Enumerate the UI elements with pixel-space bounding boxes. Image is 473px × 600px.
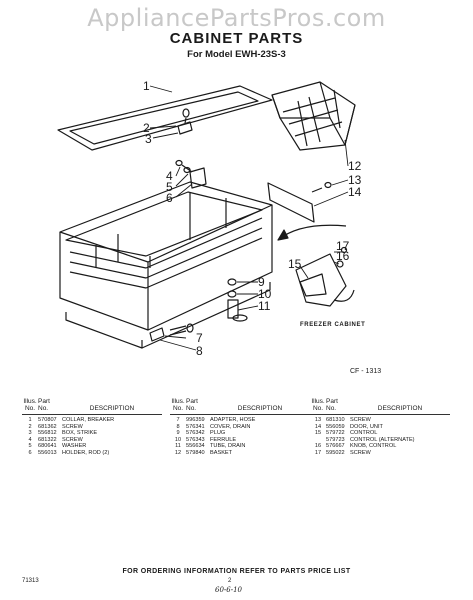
- freezer-cabinet-label: FREEZER CABINET: [300, 322, 365, 328]
- ordering-info-footer: FOR ORDERING INFORMATION REFER TO PARTS …: [122, 568, 351, 575]
- part-no-header: No.: [186, 405, 197, 412]
- description-header: DESCRIPTION: [237, 405, 283, 412]
- description-header: DESCRIPTION: [89, 405, 135, 412]
- part-no-header: No.: [38, 405, 49, 412]
- part-no-header: No.: [326, 405, 337, 412]
- no-header: No.: [172, 405, 184, 412]
- arrow-head: [277, 229, 289, 241]
- part-header: Part: [186, 398, 198, 405]
- no-header: No.: [24, 405, 36, 412]
- callout-16: 16: [336, 249, 350, 263]
- illus-header: Illus.: [171, 398, 185, 405]
- basket-part: [271, 81, 356, 151]
- unit-door-part: [267, 181, 332, 223]
- callout-1: 1: [143, 79, 150, 93]
- drain-tube-part: [149, 278, 248, 342]
- illus-header: Illus.: [311, 398, 325, 405]
- document-code: 71313: [22, 578, 39, 584]
- callout-9: 9: [258, 275, 265, 289]
- part-header: Part: [326, 398, 338, 405]
- callout-11: 11: [258, 299, 271, 313]
- callout-6: 6: [166, 191, 173, 205]
- callout-17: 17: [336, 239, 350, 253]
- watermark-text: AppliancePartsPros.com: [87, 4, 386, 32]
- freezer-cabinet-body: [59, 181, 273, 349]
- callout-14: 14: [348, 185, 362, 199]
- callout-3: 3: [145, 132, 152, 146]
- breaker-collar-part: [57, 85, 273, 151]
- strike-box-part: [177, 108, 193, 135]
- description-header: DESCRIPTION: [377, 405, 423, 412]
- callout-13: 13: [348, 173, 362, 187]
- callout-4: 4: [166, 169, 173, 183]
- callout-12: 12: [348, 159, 362, 173]
- callout-10: 10: [258, 287, 272, 301]
- model-subtitle: For Model EWH-23S-3: [187, 49, 286, 60]
- control-assembly-part: [295, 246, 355, 307]
- illus-header: Illus.: [23, 398, 37, 405]
- callout-5: 5: [166, 180, 173, 194]
- callout-2: 2: [143, 121, 150, 135]
- rod-holder-part: [175, 159, 207, 189]
- callout-7: 7: [196, 331, 203, 345]
- handwritten-note: 60-6-10: [215, 586, 242, 594]
- callout-15: 15: [288, 257, 302, 271]
- part-header: Part: [38, 398, 50, 405]
- figure-code: CF - 1313: [350, 368, 382, 375]
- callout-8: 8: [196, 344, 203, 358]
- no-header: No.: [312, 405, 324, 412]
- callout-leaders: [149, 85, 349, 351]
- page-number: 2: [228, 578, 232, 584]
- page-title: CABINET PARTS: [169, 30, 304, 47]
